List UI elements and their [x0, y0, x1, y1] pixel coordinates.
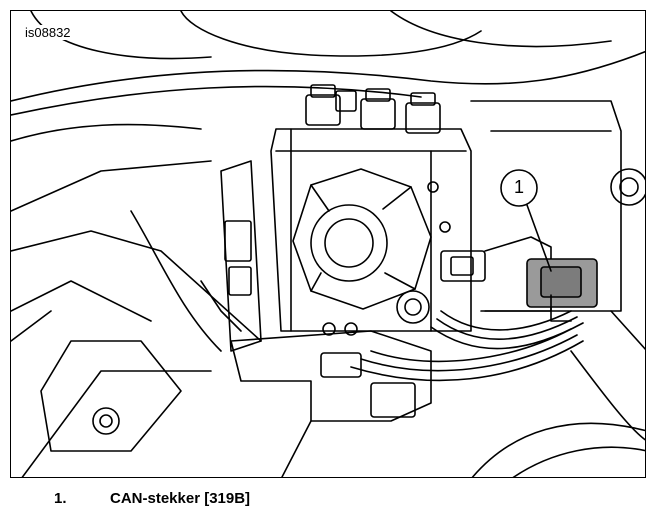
figure-legend: 1. CAN-stekker [319B] — [54, 490, 250, 507]
callout-number-1: 1 — [513, 177, 524, 197]
image-id-label: is08832 — [23, 25, 73, 40]
legend-item-number: 1. — [54, 490, 67, 507]
legend-item-label: CAN-stekker [319B] — [110, 490, 251, 507]
technical-illustration: is08832 — [10, 10, 646, 478]
abs-module-line-drawing — [11, 11, 645, 477]
